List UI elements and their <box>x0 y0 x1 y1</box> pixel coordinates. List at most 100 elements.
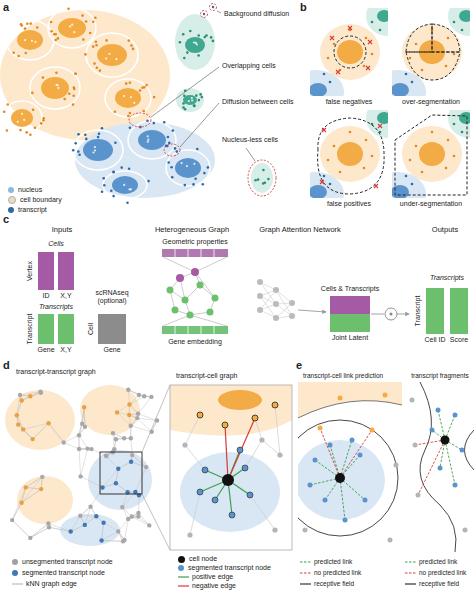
legend-text: predicted link <box>419 558 457 565</box>
transcript-node <box>115 410 119 414</box>
label: scRNAseq (optional) <box>88 289 136 305</box>
transcript-dot <box>101 127 104 130</box>
transcript-dot <box>67 8 70 11</box>
transcript-dot <box>26 23 29 26</box>
label: Graph Attention Network <box>259 226 341 235</box>
transcript-dot <box>54 39 57 42</box>
column-label: Score <box>450 336 468 344</box>
transcript-dot <box>21 113 23 115</box>
transcript-dot <box>204 36 207 39</box>
line-sample <box>300 572 311 573</box>
transcript-node <box>136 514 140 518</box>
transcript-dot <box>56 84 58 86</box>
column-label: Gene <box>103 346 120 354</box>
transcript-node <box>100 485 104 489</box>
transcript-dot <box>183 95 186 98</box>
link-prediction-illustration <box>282 382 474 552</box>
transcript-dot <box>103 184 106 187</box>
transcript-dot <box>193 163 195 165</box>
transcript-node <box>120 505 124 509</box>
label: Outputs <box>432 226 458 235</box>
transcript-dot <box>129 126 132 129</box>
knn-edge <box>103 469 119 488</box>
transcript-dot <box>145 84 148 87</box>
transcript-dot <box>98 133 101 136</box>
label: Diffusion between cells <box>222 98 293 106</box>
transcript-dot <box>182 33 185 36</box>
label: Transcript <box>414 296 422 327</box>
label: Background diffusion <box>224 10 289 18</box>
transcript-dot <box>93 62 96 65</box>
transcript-dot <box>197 34 200 37</box>
transcript-dot <box>203 172 206 175</box>
transcript-node <box>130 453 134 457</box>
transcript-node <box>78 514 82 518</box>
transcript-dot <box>193 104 196 107</box>
transcript-dot <box>3 110 6 113</box>
line-sample <box>178 585 189 586</box>
transcript-dot <box>188 100 190 102</box>
legend-text: positive edge <box>192 573 233 581</box>
knn-edge <box>131 462 146 467</box>
knn-edge <box>26 477 43 488</box>
transcript-node <box>85 446 89 450</box>
transcript-dot <box>143 86 146 89</box>
transcript-dot <box>186 51 189 54</box>
transcript-dot <box>146 119 149 122</box>
knn-edge <box>23 423 48 429</box>
label: Transcript <box>26 314 34 345</box>
transcript-node <box>62 440 66 444</box>
transcript-node <box>114 481 118 485</box>
legend-text: unsegmented transcript node <box>22 558 113 566</box>
transcript-dot <box>115 58 117 60</box>
transcript-node <box>38 390 42 394</box>
column-label: Joint Latent <box>332 334 368 342</box>
transcript-node <box>77 447 81 451</box>
transcript-dot <box>202 183 205 186</box>
transcript-dot <box>112 171 115 174</box>
knn-edge <box>131 426 152 432</box>
knn-edge <box>117 405 129 413</box>
transcript-dot <box>34 126 37 129</box>
line-sample <box>405 572 416 573</box>
knn-edge <box>22 489 42 503</box>
transcript-node <box>39 391 43 395</box>
transcript-dot <box>42 76 45 79</box>
transcript-dot <box>193 105 196 108</box>
transcript-node <box>121 539 125 543</box>
panel-letter: a <box>3 1 9 14</box>
knn-edge <box>64 435 79 442</box>
legend-item: no predicted link <box>405 569 466 576</box>
transcript-node <box>28 394 32 398</box>
legend-text: receptive field <box>419 580 459 587</box>
transcript-node <box>149 395 153 399</box>
transcript-dot <box>123 184 125 186</box>
transcript-node <box>116 467 120 471</box>
knn-edge <box>128 390 144 397</box>
legend-item: predicted link <box>405 558 457 565</box>
knn-edge <box>132 455 146 467</box>
transcript-dot <box>40 122 43 125</box>
transcript-node <box>28 536 32 540</box>
transcript-dot <box>73 88 76 91</box>
transcript-dot <box>182 102 185 105</box>
knn-edge <box>116 469 118 484</box>
knn-edge <box>18 425 33 440</box>
transcript-node <box>83 425 87 429</box>
transcript-dot <box>168 142 171 145</box>
feature-column: Cell ID <box>426 288 444 334</box>
legend-item: cell node <box>178 555 217 563</box>
legend-item: kNN graph edge <box>12 580 77 588</box>
transcript-dot <box>195 94 198 97</box>
transcript-dot <box>114 110 117 113</box>
legend-text: cell boundary <box>20 196 62 204</box>
transcript-dot <box>184 184 187 187</box>
transcript-dot <box>105 57 107 59</box>
knn-edge <box>128 390 129 405</box>
transcript-node <box>18 393 22 397</box>
transcript-dot <box>55 71 58 74</box>
knn-edge <box>125 519 129 540</box>
label: false negatives <box>326 98 373 106</box>
transcript-dot <box>34 41 36 43</box>
